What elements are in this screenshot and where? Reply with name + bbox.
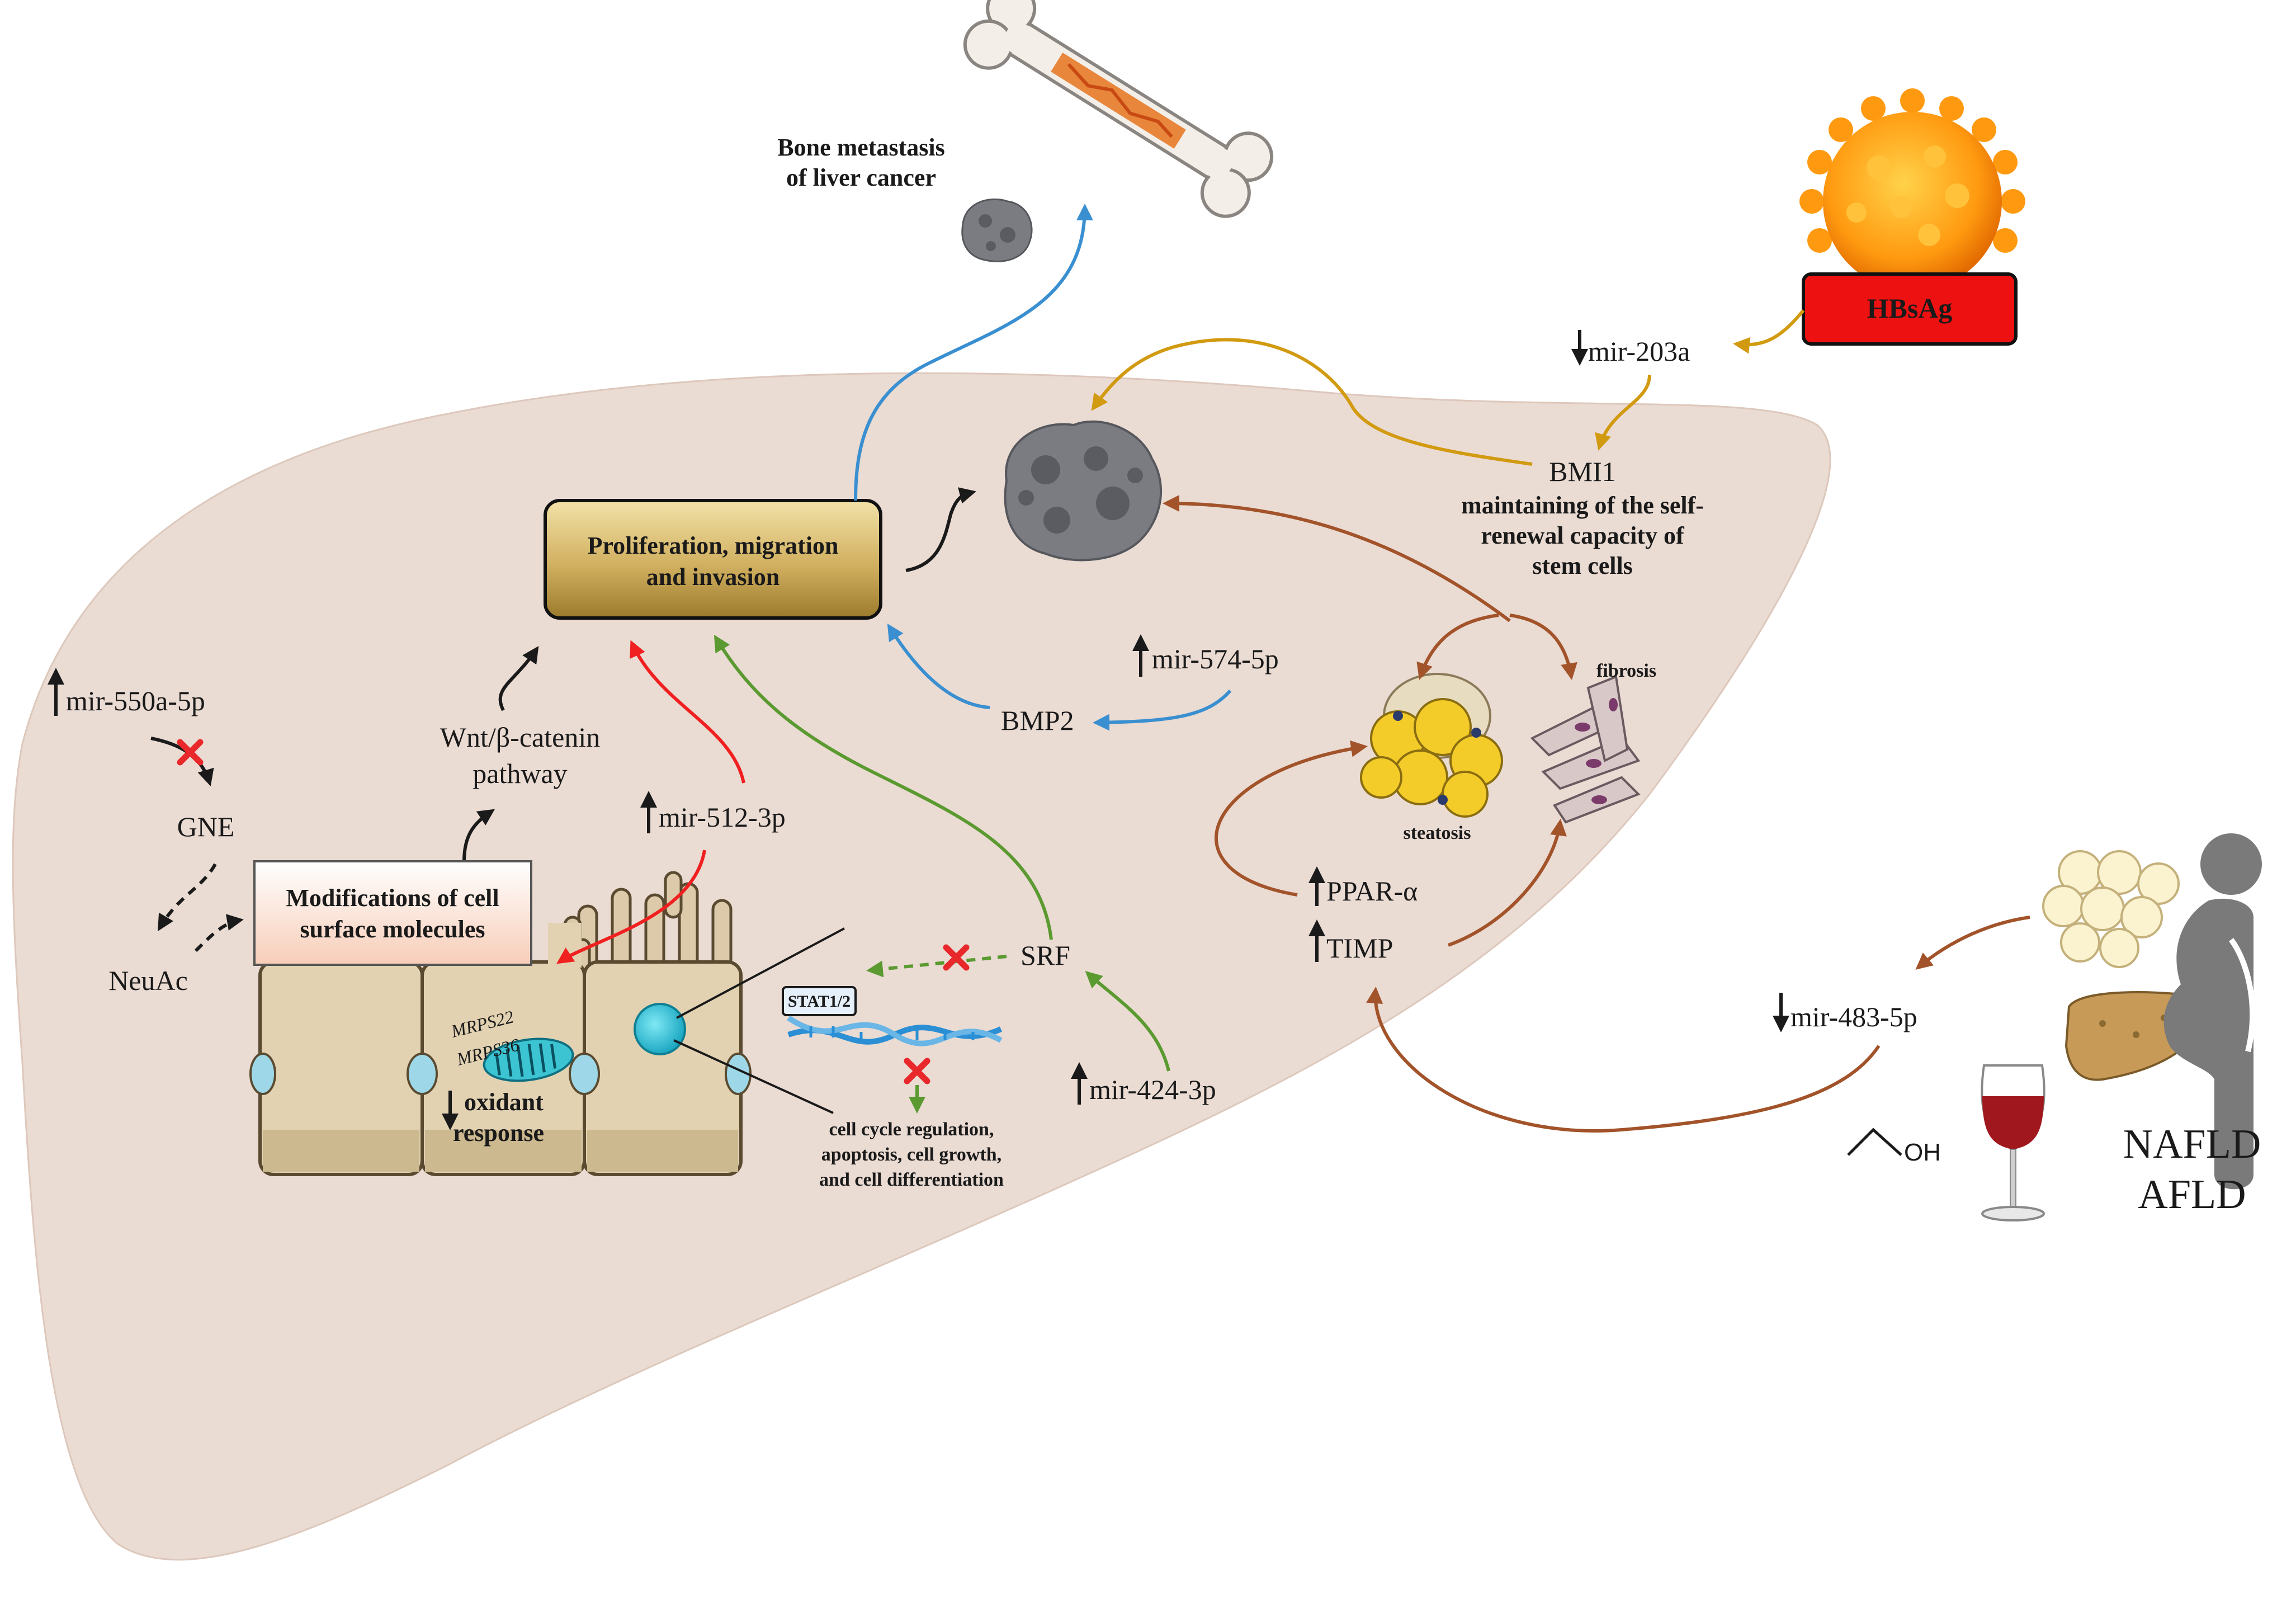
fibrosis-cells-icon: [1530, 675, 1641, 824]
timp-label: TIMP: [1326, 932, 1393, 964]
bmi1-label: BMI1: [1549, 456, 1615, 487]
x-mark-icon: [904, 1058, 930, 1084]
mir512-to-mito-arrow: [556, 850, 706, 964]
bone-metastasis-label-2: of liver cancer: [786, 164, 936, 191]
mir203a-to-bmi1-arrow: [1595, 374, 1651, 451]
mir483-to-timp-arrow: [1366, 987, 1881, 1133]
hbsag-to-mir203a-arrow: [1733, 309, 1805, 354]
tumor-to-steatosis-arrow: [1416, 614, 1499, 680]
fat-cells-icon: [2042, 850, 2180, 968]
stat-label: STAT1/2: [788, 992, 851, 1011]
proliferation-label-2: and invasion: [646, 563, 779, 591]
mir-483-label: mir-483-5p: [1790, 1001, 1917, 1032]
oxidant-label-2: response: [453, 1119, 544, 1147]
prolif-to-tumor-arrow: [905, 487, 976, 572]
bmi1-area-to-tumor-arrow: [1163, 495, 1511, 622]
proliferation-box: [544, 499, 882, 620]
tumor-icon: [1004, 420, 1163, 562]
prolif-to-bone-arrow: [854, 204, 1093, 501]
srf-to-prolif-arrow: [714, 634, 1053, 940]
proliferation-label: Proliferation, migration: [588, 532, 839, 559]
steatosis-cells-icon: [1360, 673, 1503, 818]
ppar-label: PPAR-α: [1326, 875, 1418, 907]
modifications-box: [253, 860, 532, 966]
fibrosis-label: fibrosis: [1596, 661, 1656, 681]
bmi1-to-tumor-arrow: [1091, 338, 1533, 466]
steatosis-label: steatosis: [1404, 823, 1471, 843]
mir-203a-label: mir-203a: [1588, 336, 1690, 367]
nucleus-icon: [634, 1003, 686, 1055]
mir424-to-srf-arrow: [1085, 970, 1170, 1072]
cell-cycle-label: cell cycle regulation,: [829, 1119, 994, 1140]
ethanol-structure: [1847, 1128, 1902, 1156]
stat-box: [782, 986, 857, 1016]
srf-to-stat-arrow: [866, 955, 1007, 978]
tumor-to-fibrosis-arrow: [1509, 614, 1577, 680]
afld-label: AFLD: [2138, 1172, 2246, 1218]
nucleus-callout-line: [676, 927, 845, 1019]
wnt-label: Wnt/β-catenin: [440, 721, 600, 753]
wnt-to-prolif-arrow: [498, 646, 539, 711]
bmi1-desc-2: renewal capacity of: [1481, 522, 1685, 549]
bmi1-desc-1: maintaining of the self-: [1461, 492, 1704, 519]
mir-424-label: mir-424-3p: [1089, 1074, 1216, 1105]
nafld-to-mir483-arrow: [1915, 916, 2030, 970]
x-mark-icon: [177, 739, 204, 766]
gne-to-neuac-arrow: [157, 863, 217, 932]
hbsag-box: [1802, 272, 2018, 346]
mods-to-wnt-arrow: [462, 809, 495, 862]
bmp2-to-prolif-arrow: [887, 623, 990, 709]
mir574-to-bmp2-arrow: [1093, 690, 1232, 731]
wnt-label-2: pathway: [473, 758, 567, 789]
x-mark-icon: [943, 944, 970, 971]
mir-574-label: mir-574-5p: [1152, 643, 1279, 674]
modifications-label-2: surface molecules: [300, 916, 485, 943]
timp-to-fibrosis-arrow: [1447, 819, 1567, 947]
nafld-label: NAFLD: [2123, 1121, 2261, 1167]
tumor-icon: [961, 198, 1033, 262]
hbsag-label: HBsAg: [1867, 293, 1953, 324]
bmi1-desc-3: stem cells: [1532, 552, 1633, 579]
bone-icon: [963, 0, 1274, 218]
virus-icon: [1799, 88, 2025, 291]
neuac-to-mods-arrow: [194, 914, 244, 952]
nucleus-callout-line-2: [673, 1039, 834, 1114]
mitochondrion-icon: [483, 1037, 574, 1082]
cell-cycle-label-3: and cell differentiation: [819, 1169, 1004, 1190]
mir-512-label: mir-512-3p: [659, 801, 786, 833]
gne-label: GNE: [177, 811, 235, 842]
cell-cycle-label-2: apoptosis, cell growth,: [821, 1144, 1001, 1165]
neuac-label: NeuAc: [108, 965, 188, 996]
mir512-to-prolif-arrow: [630, 640, 745, 784]
oxidant-label: oxidant: [464, 1088, 544, 1116]
bmp2-label: BMP2: [1001, 705, 1074, 736]
srf-label: SRF: [1021, 940, 1070, 971]
modifications-label: Modifications of cell: [286, 884, 499, 912]
wine-glass-icon: [1981, 1064, 2045, 1221]
oh-label: OH: [1904, 1139, 1941, 1166]
mir-550a-label: mir-550a-5p: [66, 685, 205, 716]
dna-icon: [787, 1015, 1003, 1046]
pregnant-person-icon: [2163, 833, 2262, 1190]
bone-metastasis-label: Bone metastasis: [777, 134, 944, 161]
ppar-to-steatosis-arrow: [1215, 740, 1368, 897]
